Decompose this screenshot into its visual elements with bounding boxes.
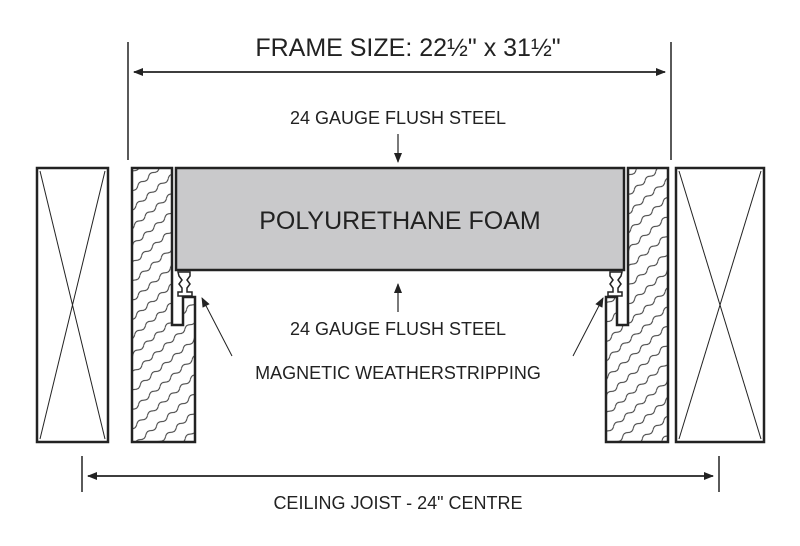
foam-label: POLYURETHANE FOAM	[259, 207, 541, 235]
right-weatherstrip-arrow	[572, 297, 604, 357]
left-wood-jamb	[130, 166, 197, 444]
polyurethane-foam-panel	[174, 166, 626, 272]
left-ceiling-joist	[35, 166, 110, 444]
frame-size-dimension	[127, 42, 672, 160]
joist-label: CEILING JOIST - 24" CENTRE	[273, 493, 522, 513]
weatherstrip-label: MAGNETIC WEATHERSTRIPPING	[255, 363, 541, 383]
right-ceiling-joist	[674, 166, 766, 444]
left-weatherstrip	[177, 271, 193, 297]
right-wood-jamb	[604, 166, 670, 444]
left-weatherstrip-arrow	[201, 297, 233, 357]
right-weatherstrip	[607, 271, 623, 297]
frame-size-title: FRAME SIZE: 22½" x 31½"	[255, 34, 560, 62]
bottom-steel-label: 24 GAUGE FLUSH STEEL	[290, 319, 506, 339]
joist-spacing-dimension	[81, 456, 720, 492]
top-steel-label: 24 GAUGE FLUSH STEEL	[290, 108, 506, 128]
